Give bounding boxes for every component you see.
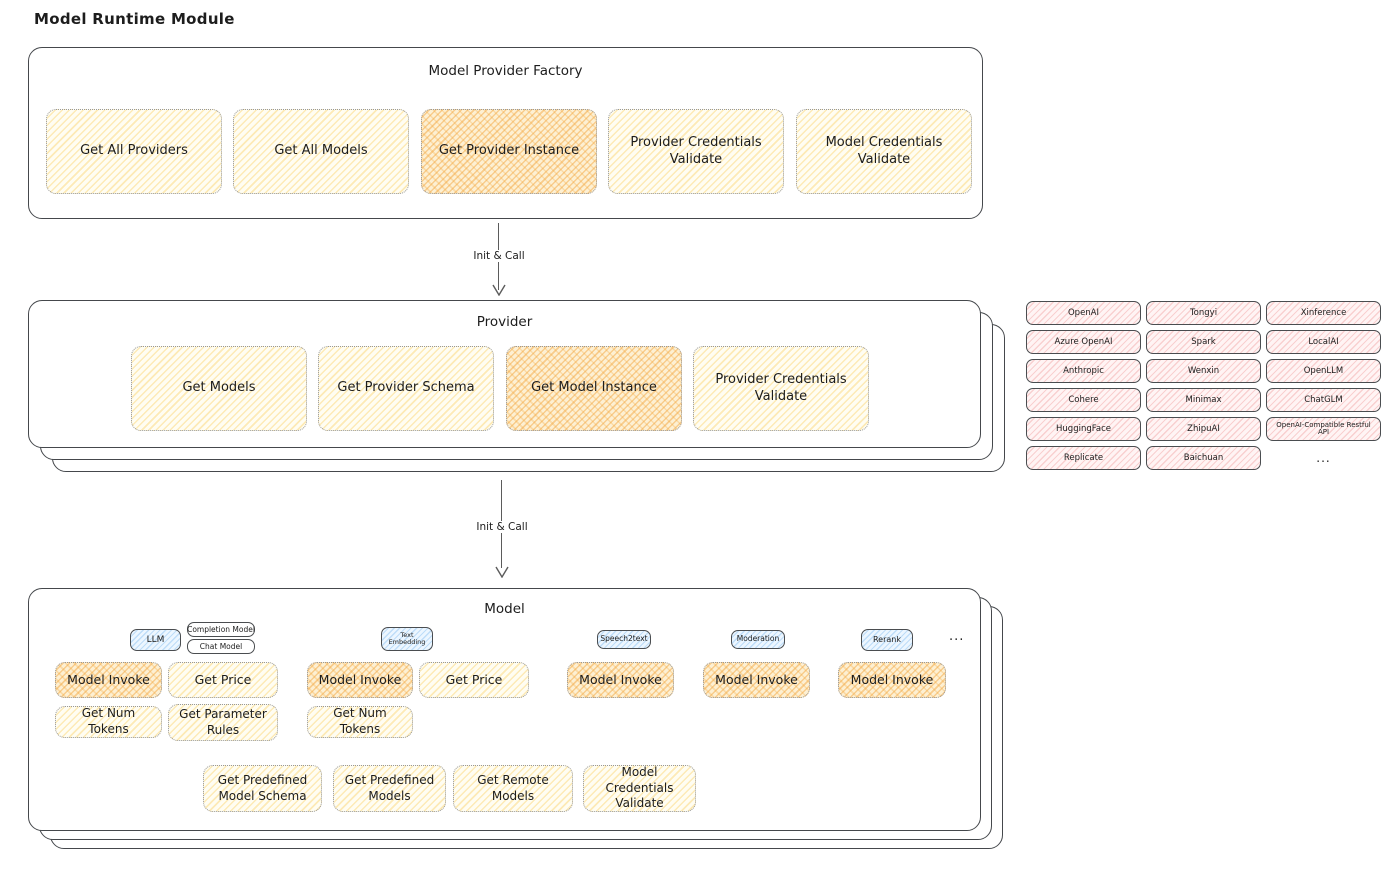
- node-model-credentials-validate: Model Credentials Validate: [796, 109, 972, 194]
- provider-cell-cohere: Cohere: [1026, 388, 1141, 412]
- provider-cell-tongyi: Tongyi: [1146, 301, 1261, 325]
- node-get-all-providers: Get All Providers: [46, 109, 222, 194]
- tab-text-embedding: Text Embedding: [381, 627, 433, 651]
- node-embedding-model-invoke: Model Invoke: [307, 662, 413, 698]
- provider-cell-huggingface: HuggingFace: [1026, 417, 1141, 441]
- tab-llm: LLM: [130, 629, 181, 651]
- node-llm-model-invoke: Model Invoke: [55, 662, 162, 698]
- tab-speech2text: Speech2text: [597, 630, 651, 649]
- provider-cell-azure-openai: Azure OpenAI: [1026, 330, 1141, 354]
- tab-moderation: Moderation: [731, 630, 785, 649]
- node-embedding-get-price: Get Price: [419, 662, 529, 698]
- arrowhead-down-icon: [492, 284, 506, 296]
- arrow-label-init-call-2: Init & Call: [472, 521, 532, 533]
- provider-cell-replicate: Replicate: [1026, 446, 1141, 470]
- provider-cell-openai-compatible-restful-api: OpenAI-Compatible Restful API: [1266, 417, 1381, 441]
- node-moderation-model-invoke: Model Invoke: [703, 662, 810, 698]
- provider-title: Provider: [476, 314, 533, 330]
- node-get-models: Get Models: [131, 346, 307, 431]
- node-get-model-instance: Get Model Instance: [506, 346, 682, 431]
- subtab-chat-model: Chat Model: [187, 639, 255, 654]
- tab-rerank: Rerank: [861, 629, 913, 651]
- node-provider-credentials-validate: Provider Credentials Validate: [608, 109, 784, 194]
- factory-title: Model Provider Factory: [428, 63, 583, 79]
- node-llm-get-price: Get Price: [168, 662, 278, 698]
- node-get-provider-instance: Get Provider Instance: [421, 109, 597, 194]
- provider-list: OpenAI Tongyi Xinference Azure OpenAI Sp…: [1026, 301, 1381, 470]
- node-model-credentials-validate-2: Model Credentials Validate: [583, 765, 696, 812]
- arrowhead-down-icon: [495, 566, 509, 578]
- provider-cell-minimax: Minimax: [1146, 388, 1261, 412]
- factory-frame: Model Provider Factory Get All Providers…: [28, 47, 983, 219]
- node-embedding-get-num-tokens: Get Num Tokens: [307, 706, 413, 738]
- provider-cell-wenxin: Wenxin: [1146, 359, 1261, 383]
- provider-frame: Provider Get Models Get Provider Schema …: [28, 300, 981, 448]
- node-llm-get-num-tokens: Get Num Tokens: [55, 706, 162, 738]
- model-frame: Model LLM Completion Model Chat Model Te…: [28, 588, 981, 831]
- provider-cell-anthropic: Anthropic: [1026, 359, 1141, 383]
- node-get-provider-schema: Get Provider Schema: [318, 346, 494, 431]
- provider-cell-xinference: Xinference: [1266, 301, 1381, 325]
- subtab-completion-model: Completion Model: [187, 622, 255, 637]
- model-title: Model: [484, 601, 525, 617]
- node-rerank-model-invoke: Model Invoke: [838, 662, 946, 698]
- provider-cell-chatglm: ChatGLM: [1266, 388, 1381, 412]
- node-speech2text-model-invoke: Model Invoke: [567, 662, 674, 698]
- node-get-remote-models: Get Remote Models: [453, 765, 573, 812]
- provider-cell-openllm: OpenLLM: [1266, 359, 1381, 383]
- node-get-all-models: Get All Models: [233, 109, 409, 194]
- provider-cell-baichuan: Baichuan: [1146, 446, 1261, 470]
- provider-cell-spark: Spark: [1146, 330, 1261, 354]
- node-get-predefined-models: Get Predefined Models: [333, 765, 446, 812]
- provider-cell-localai: LocalAI: [1266, 330, 1381, 354]
- node-llm-get-parameter-rules: Get Parameter Rules: [168, 704, 278, 741]
- provider-cell-openai: OpenAI: [1026, 301, 1141, 325]
- node-get-predefined-model-schema: Get Predefined Model Schema: [203, 765, 322, 812]
- tabs-ellipsis: ...: [949, 629, 965, 644]
- provider-cell-ellipsis: ...: [1316, 450, 1331, 465]
- page-title: Model Runtime Module: [34, 10, 235, 28]
- arrow-label-init-call-1: Init & Call: [469, 250, 529, 262]
- provider-cell-zhipuai: ZhipuAI: [1146, 417, 1261, 441]
- node-provider-credentials-validate-2: Provider Credentials Validate: [693, 346, 869, 431]
